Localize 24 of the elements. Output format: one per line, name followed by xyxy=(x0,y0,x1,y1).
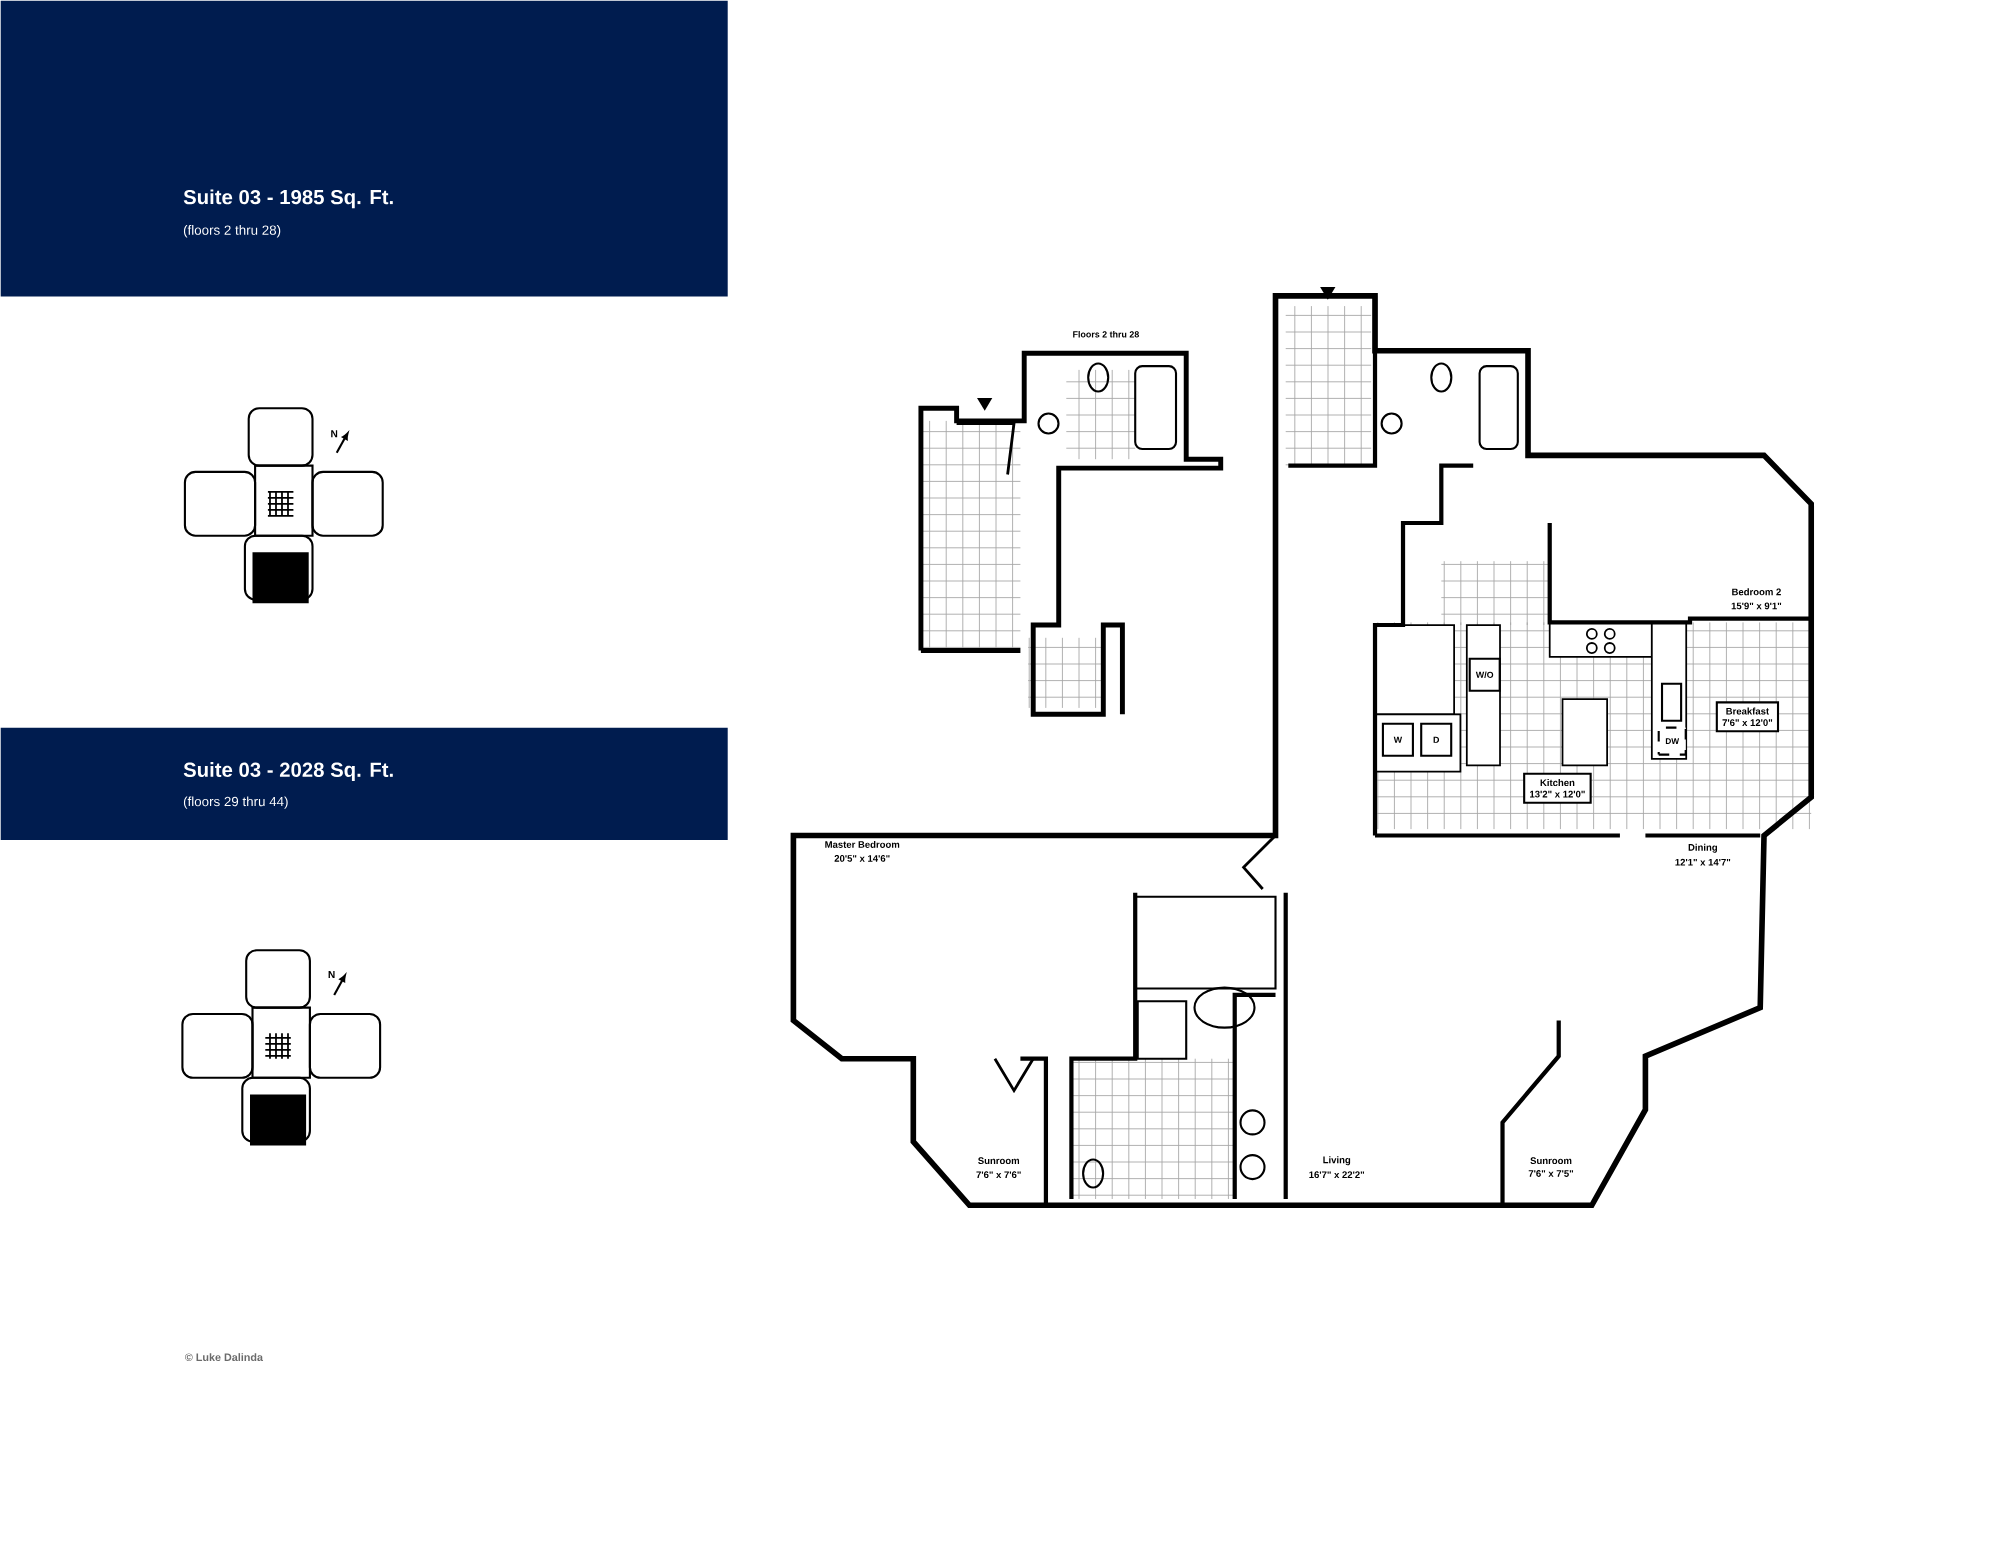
room-name: Sunroom xyxy=(1528,1155,1574,1167)
room-name: Living xyxy=(1320,1154,1353,1168)
copyright-note: © Luke Dalinda xyxy=(183,1351,265,1364)
dishwasher-box: DW xyxy=(1657,726,1687,756)
room-name: Master Bedroom xyxy=(822,839,902,850)
appliance-box: W/O xyxy=(1468,657,1501,692)
room-dimension: 7'6" x 7'6" xyxy=(974,1169,1024,1181)
room-name: Dining xyxy=(1686,842,1720,855)
appliance-box: D xyxy=(1420,722,1453,758)
room-dimension: 16'7" x 22'2" xyxy=(1307,1169,1367,1181)
room-label-box: Kitchen 13'2" x 12'0" xyxy=(1523,772,1592,805)
room-dimension: 15'9" x 9'1" xyxy=(1729,601,1784,612)
title-band: Suite 03 - 2028 Sq. Ft. (floors 29 thru 44) xyxy=(0,727,728,841)
north-label: N xyxy=(328,428,340,440)
room-dimension: 20'5" x 14'6" xyxy=(832,853,892,864)
north-label: N xyxy=(326,969,338,980)
plan-caption: Floors 2 thru 28 xyxy=(1070,329,1142,340)
room-dimension: 7'6" x 7'5" xyxy=(1526,1168,1576,1179)
room-dimension: 12'1" x 14'7" xyxy=(1673,857,1733,868)
room-label-box: Breakfast 7'6" x 12'0" xyxy=(1715,701,1780,733)
appliance-box: W xyxy=(1381,722,1414,758)
room-name: Sunroom xyxy=(976,1155,1022,1167)
title-band: Suite 03 - 1985 Sq. Ft. (floors 2 thru 28) xyxy=(0,0,728,297)
room-name: Bedroom 2 xyxy=(1729,586,1784,598)
